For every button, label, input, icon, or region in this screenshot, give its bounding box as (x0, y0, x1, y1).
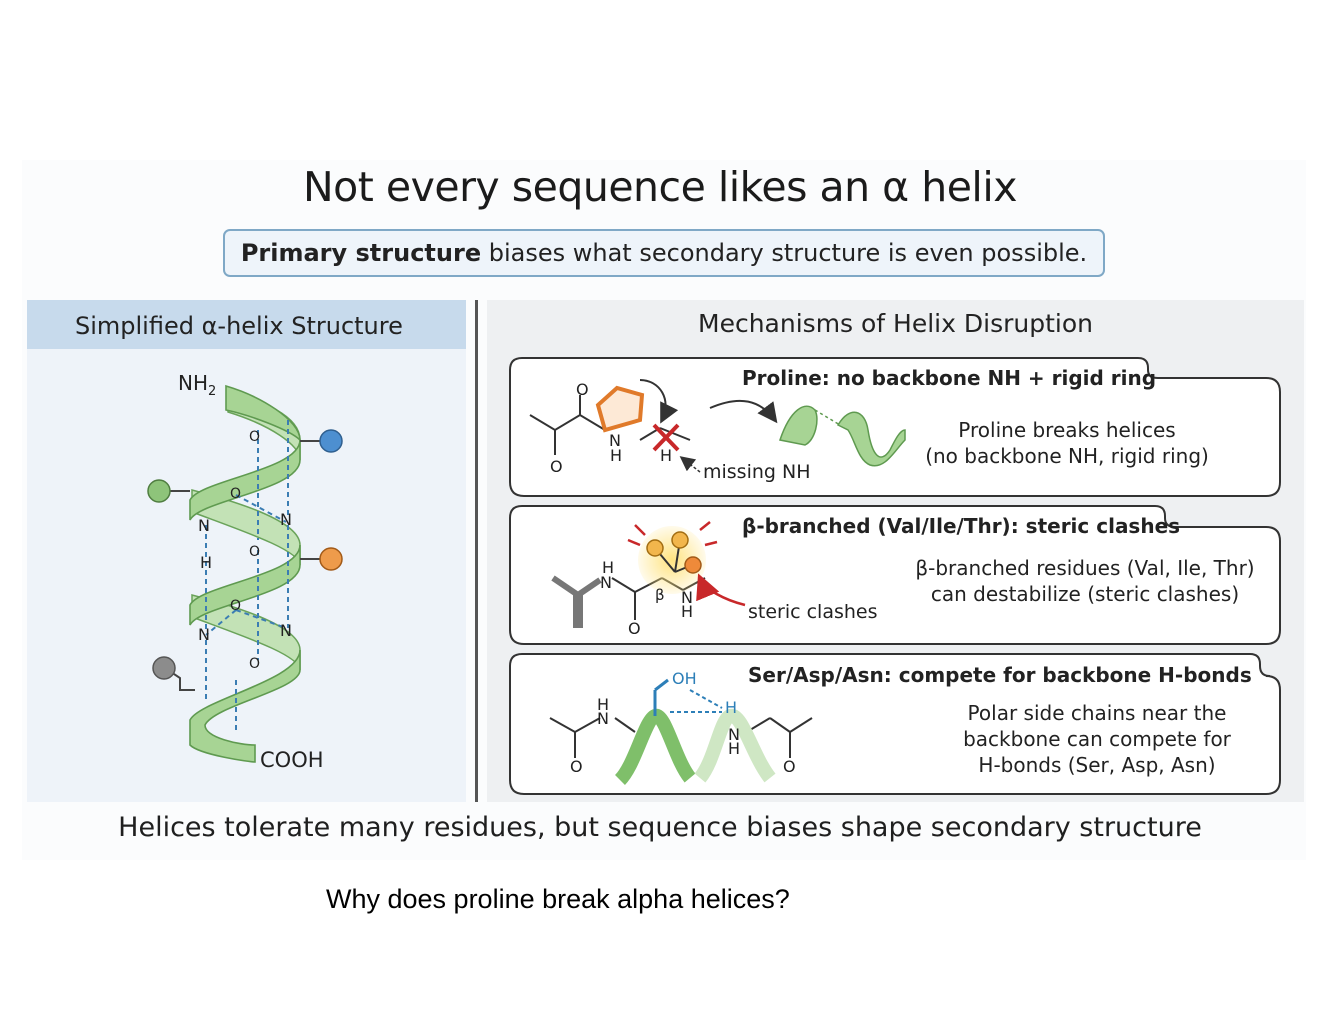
atom-n-label: N (728, 725, 740, 744)
atom-n-label: N (198, 516, 210, 535)
polar-desc-line-2: backbone can compete for (963, 727, 1232, 751)
broken-helix-icon (779, 405, 906, 467)
polar-desc-line-1: Polar side chains near the (968, 701, 1227, 725)
atom-o-label: O (249, 656, 260, 672)
atom-h-label: H (610, 446, 622, 465)
polar-desc-line-3: H-bonds (Ser, Asp, Asn) (978, 753, 1215, 777)
c-terminus-label: COOH (260, 748, 324, 772)
subtitle-rest: biases what secondary structure is even … (488, 239, 1088, 267)
proline-desc-line-1: Proline breaks helices (958, 418, 1175, 442)
atom-n-label: N (681, 588, 693, 607)
polar-card: OH H H N O N H O Ser/Asp/Asn: compete fo… (549, 663, 1252, 785)
atom-h-label: H (728, 739, 740, 758)
atom-o-label: O (230, 486, 241, 502)
clash-burst-icon (627, 521, 718, 547)
beta-desc-line-1: β-branched residues (Val, Ile, Thr) (915, 556, 1254, 580)
atom-h-label: H (597, 695, 609, 714)
question-text: Why does proline break alpha helices? (326, 884, 790, 914)
side-chain-dot-green (147, 479, 171, 503)
atom-o-label: O (249, 429, 260, 445)
subtitle-bold: Primary structure (240, 239, 482, 267)
helix-panel: Simplified α-helix Structure (27, 300, 466, 802)
atom-o-label: O (628, 619, 641, 638)
atom-h-label: H (725, 698, 737, 717)
proline-ring (595, 385, 645, 433)
helix-ribbon (147, 384, 343, 763)
missing-nh-label: missing NH (703, 461, 811, 483)
figure-title: Not every sequence likes an α helix (303, 163, 1017, 211)
clash-atom-dot (646, 539, 664, 557)
backbone-ribbon-faded (694, 708, 776, 783)
beta-branched-card: H N O β N H steric clashes β-branched (V… (551, 514, 1255, 638)
proline-card-heading: Proline: no backbone NH + rigid ring (742, 366, 1156, 390)
atom-o-label: O (576, 380, 589, 399)
proline-desc-line-2: (no backbone NH, rigid ring) (925, 444, 1209, 468)
subtitle-box: Primary structure biases what secondary … (223, 229, 1105, 277)
beta-label: β (655, 586, 665, 604)
atom-h-label: H (200, 553, 212, 572)
side-chain-dot-blue (319, 429, 343, 453)
clash-atom-dot (671, 531, 689, 549)
helix-panel-heading: Simplified α-helix Structure (27, 300, 466, 349)
atom-n-label: N (609, 431, 621, 450)
oh-label: OH (672, 669, 697, 688)
atom-o-label: O (783, 757, 796, 776)
mechanisms-panel-heading: Mechanisms of Helix Disruption (698, 309, 1093, 338)
side-chain-dot-gray (152, 656, 176, 680)
panel-divider (475, 300, 478, 802)
atom-o-label: O (570, 757, 583, 776)
missing-nh-x-icon (652, 423, 680, 452)
atom-o-label: O (249, 544, 260, 560)
polar-card-heading: Ser/Asp/Asn: compete for backbone H-bond… (748, 663, 1252, 687)
atom-n-label: N (198, 625, 210, 644)
n-terminus-label: NH2 (178, 371, 216, 399)
atom-n-label: N (280, 510, 292, 529)
steric-clashes-label: steric clashes (748, 601, 878, 623)
beta-card-heading: β-branched (Val/Ile/Thr): steric clashes (742, 514, 1180, 538)
atom-n-label: N (280, 621, 292, 640)
atom-n-label: N (600, 573, 612, 592)
atom-o-label: O (230, 598, 241, 614)
atom-h-label: H (681, 602, 693, 621)
atom-n-label: N (597, 709, 609, 728)
atom-h-label: H (660, 446, 672, 465)
side-chain-dot-orange (319, 547, 343, 571)
proline-card: O O N H H missing NH Proline: no backbon… (529, 366, 1209, 483)
clash-atom-dot (684, 556, 702, 574)
beta-desc-line-2: can destabilize (steric clashes) (931, 582, 1239, 606)
figure-caption: Helices tolerate many residues, but sequ… (118, 812, 1202, 843)
atom-o-label: O (550, 457, 563, 476)
card-frames (509, 357, 1281, 795)
atom-h-label: H (602, 558, 614, 577)
